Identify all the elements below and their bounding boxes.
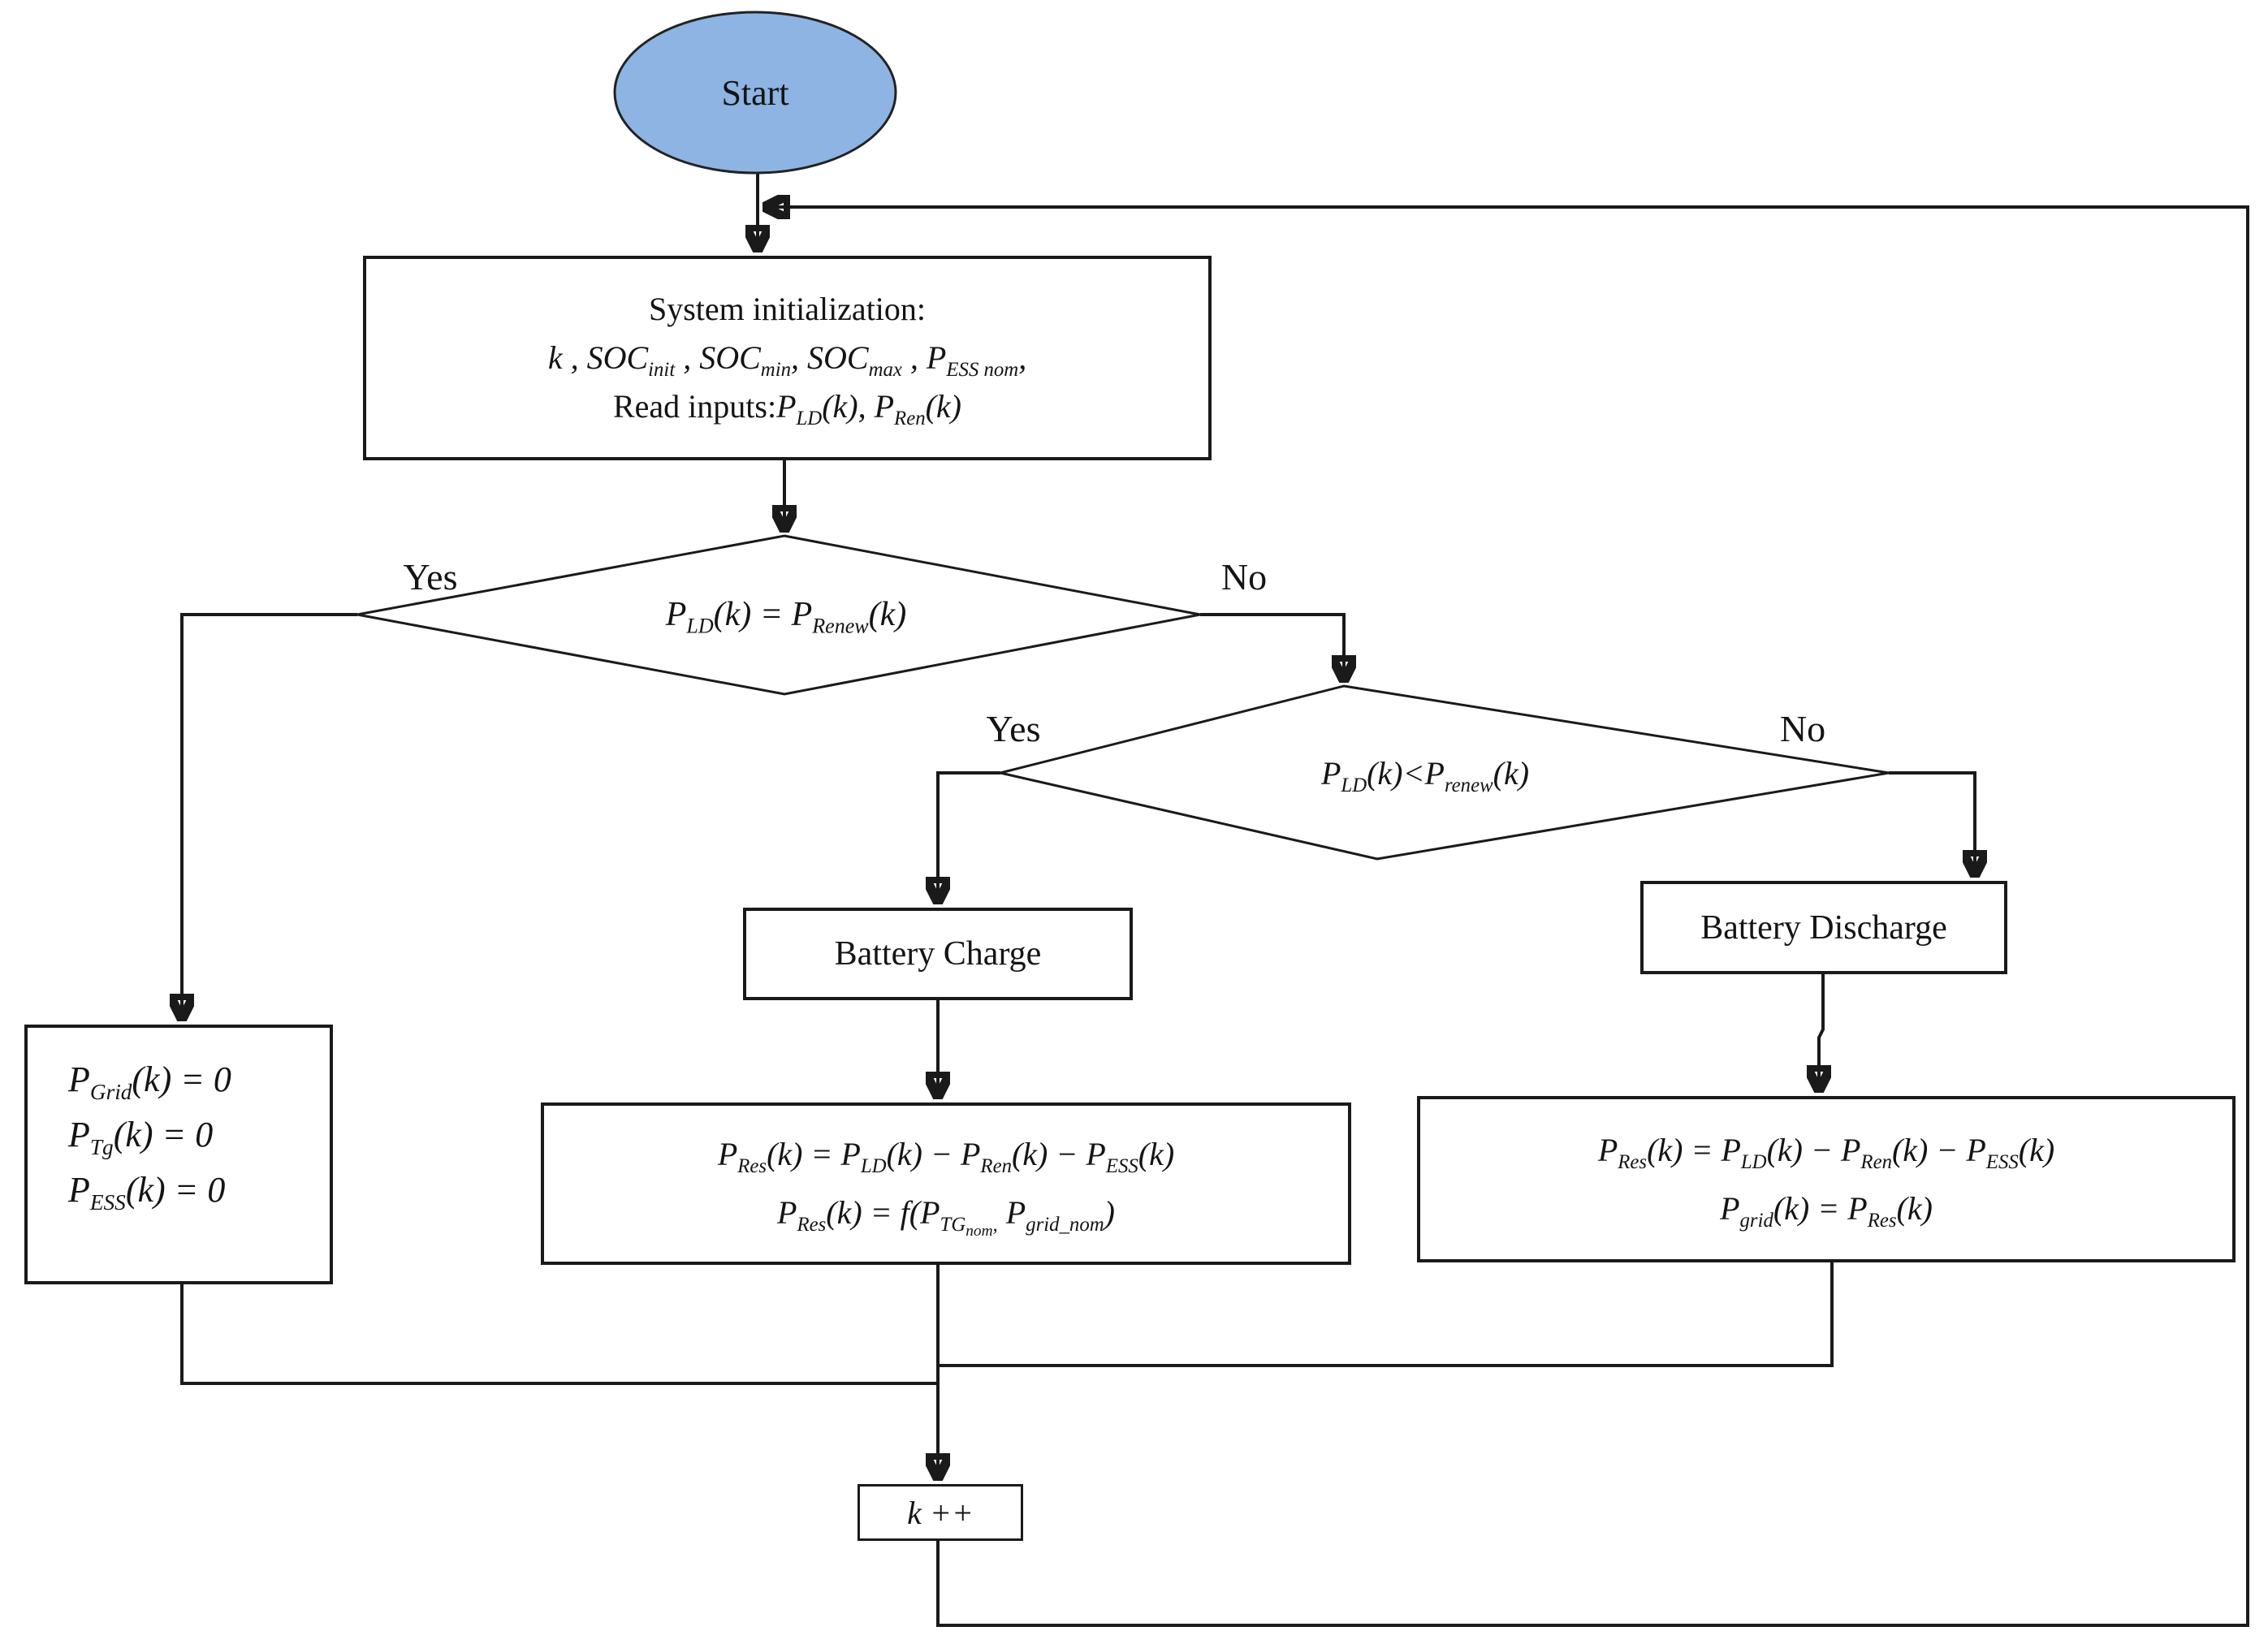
edge-loop-back xyxy=(764,207,2249,1627)
decision1-yes-label: Yes xyxy=(403,555,458,598)
battery-charge-box: Battery Charge xyxy=(743,908,1133,1000)
zero-line3: PESS(k) = 0 xyxy=(68,1170,226,1215)
edge-decision1-yes-to-zero-box xyxy=(182,613,357,1020)
edge-zero-box-merge xyxy=(180,1284,936,1385)
edge-decision2-yes-to-battery-charge xyxy=(938,771,1000,903)
zero-line1: PGrid(k) = 0 xyxy=(68,1059,231,1104)
edge-decision2-no-to-battery-discharge xyxy=(1889,771,1975,876)
decision1-diamond xyxy=(356,534,1201,696)
charge-formula-line1: PRes(k) = PLD(k) − PRen(k) − PESS(k) xyxy=(717,1136,1175,1177)
discharge-formula-box: PRes(k) = PLD(k) − PRen(k) − PESS(k) Pgr… xyxy=(1417,1096,2236,1262)
edge-discharge-to-formula xyxy=(1819,974,1823,1091)
charge-formula-box: PRes(k) = PLD(k) − PRen(k) − PESS(k) PRe… xyxy=(541,1102,1351,1265)
init-box: System initialization: k , SOCinit , SOC… xyxy=(363,256,1212,460)
discharge-formula-line2: Pgrid(k) = PRes(k) xyxy=(1720,1189,1933,1232)
decision1-formula: PLD(k) = PRenew(k) xyxy=(665,596,907,638)
init-line2: k , SOCinit , SOCmin, SOCmax , PESS nom, xyxy=(547,339,1027,381)
edge-decision1-no-to-decision2 xyxy=(1200,613,1344,681)
decision2-diamond xyxy=(1000,684,1890,861)
edge-discharge-formula-merge xyxy=(940,1262,1834,1367)
battery-discharge-box: Battery Discharge xyxy=(1640,881,2007,974)
start-node-label: Start xyxy=(721,72,789,113)
zero-line2: PTg(k) = 0 xyxy=(68,1115,214,1159)
decision2-yes-label: Yes xyxy=(986,707,1041,749)
discharge-formula-line1: PRes(k) = PLD(k) − PRen(k) − PESS(k) xyxy=(1597,1131,2055,1173)
decision2-formula: PLD(k)<Prenew(k) xyxy=(1320,754,1530,796)
start-ellipse xyxy=(613,11,897,175)
decision2-no-label: No xyxy=(1779,707,1826,749)
charge-formula-line2: PRes(k) = f(PTGnom, Pgrid_nom) xyxy=(777,1194,1115,1240)
init-line1: System initialization: xyxy=(648,291,927,327)
decision1-no-label: No xyxy=(1220,555,1268,598)
k-increment-box: k ++ xyxy=(858,1484,1023,1541)
zero-assignments-box: PGrid(k) = 0 PTg(k) = 0 PESS(k) = 0 xyxy=(24,1025,333,1284)
init-line3: Read inputs:PLD(k), PRen(k) xyxy=(612,388,962,429)
